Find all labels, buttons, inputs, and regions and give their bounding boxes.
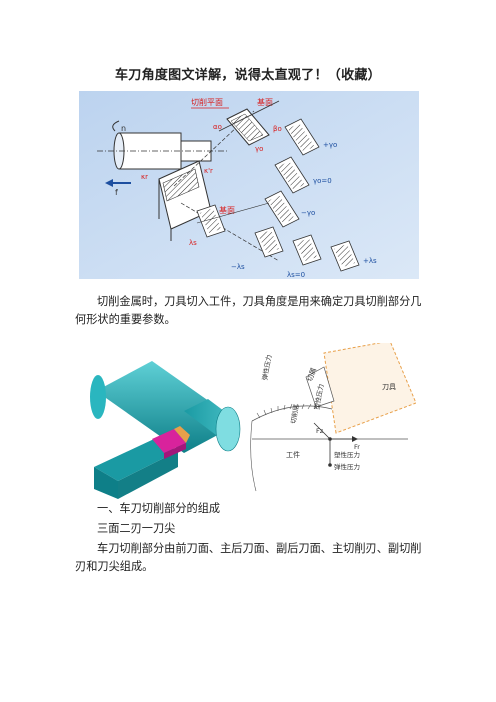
positive-inclination-label: +λs: [363, 257, 377, 265]
tool-angle-figure: n f κr κ'r 切削平面 基面 αo βo γo: [79, 91, 419, 279]
minor-cutting-edge-angle-label: κ'r: [204, 167, 213, 175]
tool-angle-diagram: n f κr κ'r 切削平面 基面 αo βo γo: [79, 91, 419, 279]
force-fz-label: Fz: [316, 427, 324, 435]
main-cutting-edge-angle-label: κr: [141, 173, 148, 181]
rake-angle-variants: +γo γo=0 −γo: [264, 118, 337, 228]
rake-angle-label: γo: [255, 145, 263, 153]
base-plane-lower-label: 基面: [219, 205, 235, 215]
cutting-plane-label: 切削平面: [191, 97, 223, 107]
inclination-angle-label: λs: [189, 239, 197, 247]
negative-inclination-label: −λs: [231, 263, 245, 271]
plastic-pressure-bottom-label: 塑性压力: [334, 450, 360, 459]
clearance-angle-label: αo: [213, 123, 222, 131]
base-plane-label: 基面: [257, 97, 273, 107]
force-fr-label: Fr: [354, 443, 360, 451]
workpiece-label: 工件: [286, 450, 300, 459]
cutting-force-diagram: 工件 刀具 切屑 弹性压力 塑性压力 切削层 Fr Fz: [90, 343, 416, 499]
plastic-pressure-top-label: 塑性压力: [312, 383, 325, 410]
inclination-variants: −λs λs=0 +λs: [231, 226, 377, 279]
elastic-pressure-top-label: 弹性压力: [260, 354, 273, 381]
zero-inclination-label: λs=0: [287, 271, 305, 279]
composition-paragraph: 车刀切削部分由前刀面、主后刀面、副后刀面、主切削刃、副切削刃和刀尖组成。: [75, 542, 422, 573]
zero-rake-label: γo=0: [313, 177, 332, 185]
feed-label: f: [115, 188, 118, 197]
wedge-angle-label: βo: [273, 125, 282, 133]
elastic-pressure-bottom-label: 弹性压力: [334, 462, 360, 471]
tool-label: 刀具: [382, 383, 396, 391]
section-subheading: 三面二刃一刀尖: [97, 522, 176, 535]
force-schematic: 工件 刀具 切屑 弹性压力 塑性压力 切削层 Fr Fz: [250, 343, 416, 492]
turning-render: [90, 361, 241, 499]
spindle-speed-label: n: [121, 124, 126, 133]
article-title: 车刀角度图文详解，说得太直观了！（收藏）: [114, 68, 381, 83]
section-heading: 一、车刀切削部分的组成: [97, 502, 221, 515]
cutting-force-figure: 工件 刀具 切屑 弹性压力 塑性压力 切削层 Fr Fz: [90, 343, 416, 499]
cut-layer-label: 切削层: [288, 403, 300, 424]
negative-rake-label: −γo: [301, 209, 315, 217]
positive-rake-label: +γo: [323, 141, 337, 149]
intro-paragraph: 切削金属时，刀具切入工件，刀具角度是用来确定刀具切削部分几何形状的重要参数。: [75, 295, 422, 326]
